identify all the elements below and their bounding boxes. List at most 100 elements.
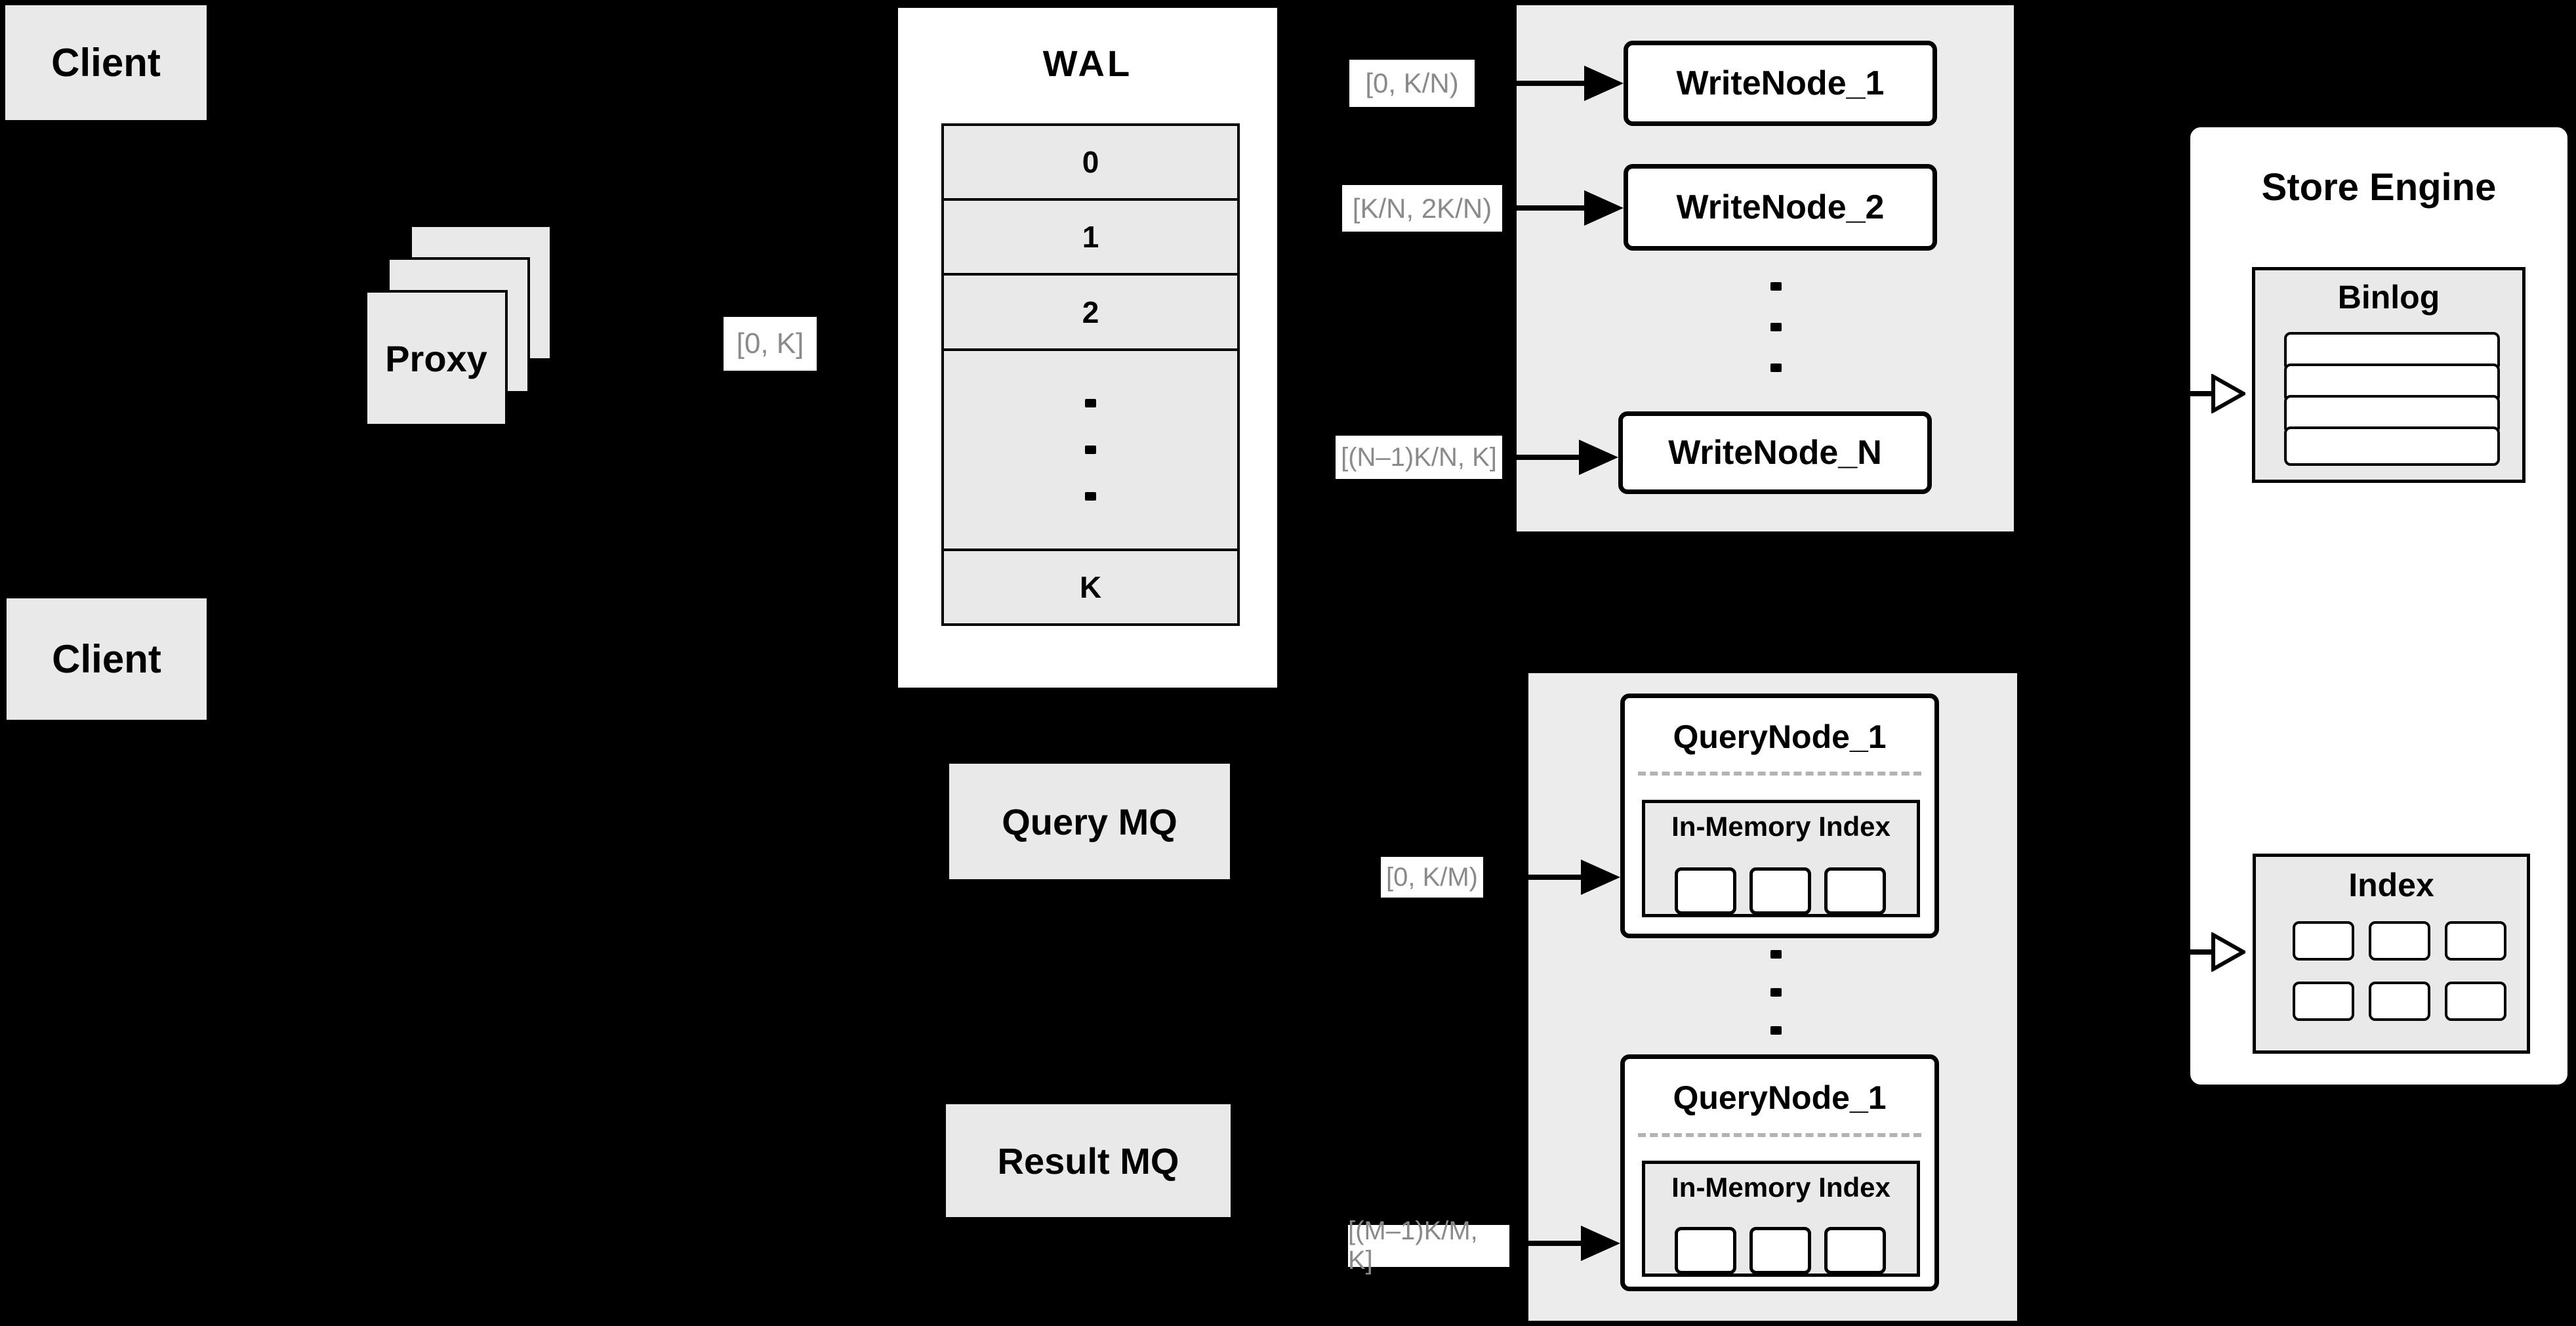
memory-segment	[1824, 1227, 1886, 1274]
binlog-title-text: Binlog	[2337, 279, 2440, 316]
dashed-divider	[1638, 772, 1921, 776]
arrow-head-icon	[1584, 66, 1624, 101]
index-cell	[2445, 921, 2506, 961]
in-memory-index-title-text: In-Memory Index	[1671, 1172, 1891, 1203]
proxy-stack: Proxy	[365, 224, 555, 428]
store-engine-title: Store Engine	[2190, 165, 2567, 209]
querynode-top-title-text: QueryNode_1	[1673, 718, 1887, 755]
arrow-to-index	[2190, 949, 2214, 955]
ellipsis-dot	[1770, 988, 1782, 997]
index-cell	[2293, 982, 2354, 1021]
ellipsis-dot	[1770, 950, 1782, 959]
querynode-bottom-title-text: QueryNode_1	[1673, 1079, 1887, 1116]
range-label-query-m: [(M–1)K/M, K]	[1348, 1216, 1509, 1275]
open-arrow-icon	[2211, 932, 2245, 972]
wal-row: 1	[944, 201, 1237, 276]
arrow-to-writenode-1	[1475, 81, 1587, 86]
memory-segment	[1749, 1227, 1811, 1274]
dashed-divider	[1638, 1133, 1921, 1137]
range-label-write-1-text: [0, K/N)	[1365, 68, 1459, 98]
client-bottom-box: Client	[7, 598, 207, 720]
in-memory-index-box: In-Memory Index	[1642, 800, 1920, 917]
ellipsis-dot	[1085, 399, 1096, 408]
proxy-label: Proxy	[385, 337, 487, 379]
ellipsis-dot	[1085, 492, 1096, 501]
range-label-write-2: [K/N, 2K/N)	[1342, 185, 1502, 232]
open-arrow-icon	[2211, 374, 2245, 413]
index-cell	[2445, 982, 2506, 1021]
client-top-label: Client	[51, 41, 161, 85]
arrow-to-querynode-1	[1483, 875, 1584, 880]
result-mq-label: Result MQ	[997, 1140, 1179, 1182]
arrow-to-writenode-n	[1502, 455, 1582, 460]
wal-row: 0	[944, 126, 1237, 201]
range-label-query-m-text: [(M–1)K/M, K]	[1348, 1216, 1478, 1275]
wal-row-label: 1	[1082, 220, 1099, 255]
query-mq-label: Query MQ	[1002, 800, 1177, 842]
ellipsis-dot	[1770, 363, 1782, 372]
querynode-bottom-title: QueryNode_1	[1625, 1079, 1934, 1117]
writenode-1-box: WriteNode_1	[1624, 41, 1937, 126]
arrow-to-writenode-2	[1502, 205, 1587, 211]
wal-row: K	[944, 550, 1237, 623]
writenode-n-box: WriteNode_N	[1618, 411, 1932, 494]
querynode-top-title: QueryNode_1	[1625, 718, 1934, 756]
arrow-to-querynode-m	[1509, 1241, 1584, 1246]
wal-row: 2	[944, 276, 1237, 352]
index-title: Index	[2256, 866, 2527, 904]
wal-ellipsis-row	[944, 351, 1237, 551]
writenode-2-label: WriteNode_2	[1676, 188, 1885, 226]
client-top-box: Client	[5, 5, 207, 120]
proxy-card-front: Proxy	[365, 290, 508, 426]
in-memory-index-title-text: In-Memory Index	[1671, 811, 1891, 842]
arrow-head-icon	[1579, 440, 1618, 475]
range-label-write-2-text: [K/N, 2K/N)	[1352, 192, 1492, 224]
wal-table: 0 1 2 K	[941, 123, 1240, 626]
wal-panel: WAL 0 1 2 K	[895, 5, 1280, 690]
range-label-proxy: [0, K]	[724, 317, 817, 371]
result-mq-box: Result MQ	[946, 1104, 1231, 1217]
writenode-1-label: WriteNode_1	[1676, 64, 1885, 102]
binlog-title: Binlog	[2255, 278, 2522, 316]
ellipsis-dot	[1770, 323, 1782, 331]
memory-segment	[1675, 867, 1736, 915]
range-label-proxy-text: [0, K]	[736, 327, 804, 360]
querynode-bottom-box: QueryNode_1 In-Memory Index	[1620, 1054, 1939, 1291]
index-cell	[2369, 982, 2430, 1021]
wal-row-label: 0	[1082, 145, 1099, 180]
arrow-head-icon	[1581, 860, 1620, 895]
range-label-query-1: [0, K/M)	[1381, 857, 1483, 898]
index-cell	[2369, 921, 2430, 961]
range-label-write-n-text: [(N–1)K/N, K]	[1341, 442, 1497, 472]
index-box: Index	[2253, 854, 2530, 1054]
client-bottom-label: Client	[52, 637, 161, 681]
store-engine-title-text: Store Engine	[2261, 166, 2497, 209]
ellipsis-dot	[1085, 445, 1096, 455]
range-label-write-1: [0, K/N)	[1349, 60, 1475, 107]
ellipsis-dot	[1770, 282, 1782, 291]
arrow-head-icon	[1584, 190, 1624, 226]
writenode-n-label: WriteNode_N	[1668, 434, 1882, 472]
wal-title-text: WAL	[1042, 43, 1133, 84]
index-cell	[2293, 921, 2354, 961]
store-engine-panel: Store Engine Binlog Index	[2188, 125, 2570, 1087]
binlog-box: Binlog	[2252, 267, 2525, 483]
query-mq-box: Query MQ	[949, 764, 1230, 879]
ellipsis-dot	[1770, 1026, 1782, 1035]
index-title-text: Index	[2348, 867, 2434, 903]
range-label-write-n: [(N–1)K/N, K]	[1336, 436, 1502, 479]
in-memory-index-title: In-Memory Index	[1645, 811, 1917, 842]
wal-row-label: 2	[1082, 295, 1099, 329]
memory-segment	[1824, 867, 1886, 915]
memory-segment	[1749, 867, 1811, 915]
arrow-to-binlog	[2190, 391, 2214, 396]
arrow-head-icon	[1581, 1226, 1620, 1261]
binlog-row	[2284, 426, 2500, 466]
wal-row-label: K	[1079, 570, 1102, 604]
memory-segment	[1675, 1227, 1736, 1274]
in-memory-index-title: In-Memory Index	[1645, 1172, 1917, 1203]
querynode-top-box: QueryNode_1 In-Memory Index	[1620, 694, 1939, 938]
range-label-query-1-text: [0, K/M)	[1385, 862, 1479, 892]
writenode-2-box: WriteNode_2	[1624, 164, 1937, 251]
